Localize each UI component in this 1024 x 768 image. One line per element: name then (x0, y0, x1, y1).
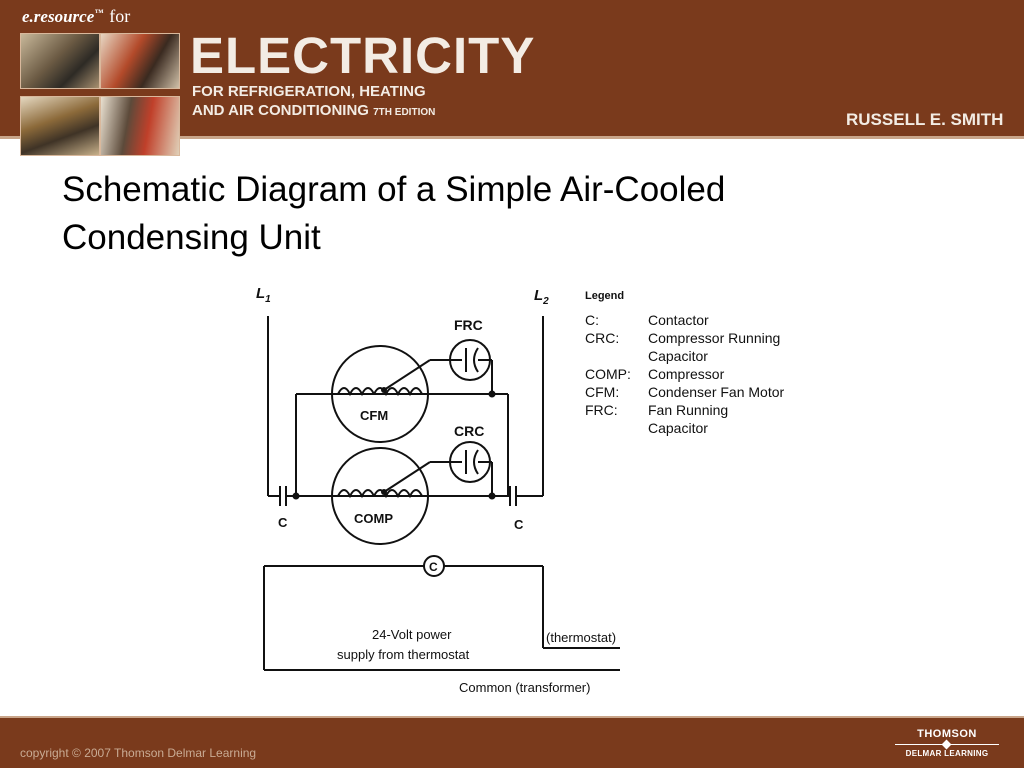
junction-dot (488, 492, 496, 500)
legend-item: CFM: Condenser Fan Motor (585, 383, 808, 401)
legend-desc: Capacitor (648, 348, 708, 364)
brand-logo: e.resource™ for (22, 6, 130, 27)
brand-for: for (109, 6, 131, 26)
edition-label: 7TH EDITION (373, 107, 436, 118)
motor-photo-thumbnail (20, 33, 100, 89)
legend-desc: Capacitor (648, 420, 708, 436)
brand-name: e.resource (22, 7, 95, 26)
legend-title: Legend (585, 290, 625, 302)
legend-abbr: CFM: (585, 384, 620, 400)
slide-title-line-2: Condensing Unit (62, 218, 321, 257)
header-divider (0, 136, 1024, 139)
cfm-label: CFM (360, 408, 388, 423)
contactor-left-label: C (278, 515, 288, 530)
legend-desc: Compressor Running (648, 330, 781, 346)
l1-label: L1 (256, 285, 271, 305)
publisher-logo: THOMSON DELMAR LEARNING (895, 728, 999, 758)
crc-plate-2 (473, 449, 479, 475)
contactor-coil-label: C (429, 560, 438, 574)
legend-abbr: COMP: (585, 366, 631, 382)
meter-probe-photo-thumbnail (100, 33, 180, 89)
slide-title: Schematic Diagram of a Simple Air-Cooled… (62, 166, 862, 262)
crc-label: CRC (454, 423, 484, 439)
book-title: ELECTRICITY (190, 27, 536, 84)
legend-abbr (585, 419, 648, 437)
common-transformer-label: Common (transformer) (459, 680, 590, 695)
contactor-right-label: C (514, 517, 524, 532)
fan-motor-photo-thumbnail (20, 96, 100, 156)
book-author: RUSSELL E. SMITH (846, 110, 1004, 129)
power-supply-label-line-1: 24-Volt power (372, 627, 452, 642)
power-supply-label-line-2: supply from thermostat (337, 647, 470, 662)
comp-motor-circle (331, 447, 429, 545)
junction-dot (381, 489, 387, 495)
slide-title-line-1: Schematic Diagram of a Simple Air-Cooled (62, 170, 726, 209)
terminal-block-photo-thumbnail (100, 96, 180, 156)
legend-abbr: CRC: (585, 330, 620, 346)
legend-item: C: Contactor (585, 311, 808, 329)
logo-bottom-text: DELMAR LEARNING (905, 749, 989, 758)
legend-item: FRC: Fan Running (585, 401, 808, 419)
footer-divider (0, 716, 1024, 719)
legend-desc: Fan Running (648, 402, 729, 418)
logo-divider (895, 739, 999, 750)
junction-dot (381, 387, 387, 393)
frc-plate-2 (473, 347, 479, 373)
legend-abbr: FRC: (585, 402, 618, 418)
legend-desc: Compressor (648, 366, 725, 382)
cfm-motor-circle (331, 345, 429, 443)
schematic-diagram: L1 L2 FRC CFM CRC COMP C C C 24-Volt pow… (256, 285, 620, 695)
legend-desc: Contactor (648, 312, 709, 328)
legend-abbr (585, 347, 648, 365)
logo-top-text: THOMSON (917, 728, 977, 740)
junction-dot (488, 390, 496, 398)
book-subtitle: FOR REFRIGERATION, HEATING AND AIR CONDI… (192, 82, 435, 122)
comp-label: COMP (354, 511, 393, 526)
subtitle-line-1: FOR REFRIGERATION, HEATING (192, 83, 426, 100)
legend-desc: Condenser Fan Motor (648, 384, 785, 400)
footer-banner (0, 718, 1024, 768)
copyright-text: copyright © 2007 Thomson Delmar Learning (20, 746, 257, 760)
legend-item: CRC: Compressor Running (585, 329, 808, 347)
comp-start-lead (383, 461, 431, 493)
junction-dot (292, 492, 300, 500)
l2-label: L2 (534, 287, 549, 307)
diagram-legend: Legend C: Contactor CRC: Compressor Runnin… (585, 290, 808, 437)
subtitle-line-2: AND AIR CONDITIONING 7TH EDITION (192, 101, 435, 122)
legend-item: Capacitor (585, 347, 808, 365)
cfm-start-lead (383, 359, 431, 391)
thermostat-label: (thermostat) (546, 630, 616, 645)
star-icon (941, 739, 952, 750)
frc-label: FRC (454, 317, 483, 333)
legend-item: Capacitor (585, 419, 808, 437)
legend-item: COMP: Compressor (585, 365, 808, 383)
subtitle-line-2-text: AND AIR CONDITIONING (192, 102, 369, 119)
brand-trademark: ™ (94, 7, 104, 18)
legend-abbr: C: (585, 312, 599, 328)
